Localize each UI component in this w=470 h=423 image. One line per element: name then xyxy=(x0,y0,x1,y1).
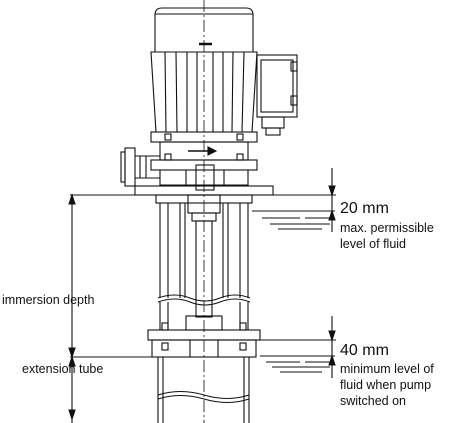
max-fluid-level xyxy=(252,210,335,230)
max-level-value: 20 mm xyxy=(340,200,389,217)
immersion-depth-label: immersion depth xyxy=(2,293,95,307)
max-level-desc-2: level of fluid xyxy=(340,237,407,251)
min-level-desc-3: switched on xyxy=(340,394,407,408)
min-level-desc-1: minimum level of xyxy=(340,362,434,376)
level-dimensions xyxy=(260,168,336,378)
min-level-value: 40 mm xyxy=(340,342,389,359)
terminal-box xyxy=(256,54,298,136)
extension-tube xyxy=(157,357,250,423)
immersion-dimension xyxy=(68,193,152,423)
extension-tube-label: extension tube xyxy=(22,362,104,376)
motor-cap xyxy=(154,7,254,53)
pump-column xyxy=(155,194,253,330)
motor-body xyxy=(150,51,258,133)
discharge-outlet xyxy=(120,147,160,187)
min-level-desc-2: fluid when pump xyxy=(340,378,432,392)
max-level-desc-1: max. permissible xyxy=(340,221,434,235)
min-fluid-level xyxy=(260,355,335,373)
